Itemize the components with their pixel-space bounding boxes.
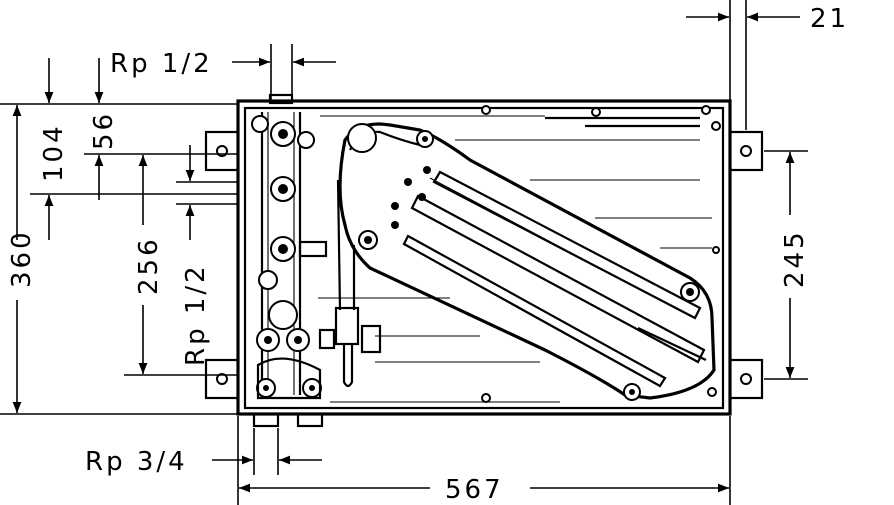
dimension-rp-half-top: Rp 1/2 xyxy=(110,44,336,100)
dimension-label-rp-half-side: Rp 1/2 xyxy=(181,263,211,366)
dimension-256: 256 xyxy=(124,155,238,376)
dimension-label-56: 56 xyxy=(89,111,119,150)
valve-block xyxy=(251,112,328,400)
mounting-bracket-bottom-left xyxy=(204,358,240,400)
dimension-567: 567 xyxy=(237,416,731,505)
mounting-bracket-bottom-right xyxy=(728,358,764,400)
housing-body xyxy=(236,93,732,428)
dimension-245: 245 xyxy=(764,150,810,380)
mounting-bracket-top-left xyxy=(204,130,240,172)
dimension-label-rp-three-quarter: Rp 3/4 xyxy=(85,447,188,477)
interior-lines xyxy=(318,139,712,403)
dimension-104-56: 104 56 xyxy=(0,58,238,240)
dimension-label-104: 104 xyxy=(39,123,69,182)
dimension-label-245: 245 xyxy=(780,229,810,288)
diagonal-arm xyxy=(338,122,716,401)
central-stem xyxy=(318,179,382,388)
mounting-bracket-top-right xyxy=(728,130,764,172)
dimension-label-360: 360 xyxy=(7,229,37,288)
dimension-360: 360 xyxy=(0,105,238,415)
dimension-label-567: 567 xyxy=(445,475,504,505)
dimension-label-rp-half-top: Rp 1/2 xyxy=(110,49,213,79)
dimension-label-256: 256 xyxy=(134,236,164,295)
dimension-label-21: 21 xyxy=(810,4,849,34)
dimension-rp-half-side: Rp 1/2 xyxy=(176,145,238,366)
dimension-rp-three-quarter: Rp 3/4 xyxy=(85,428,322,477)
dimension-21: 21 xyxy=(686,0,849,130)
